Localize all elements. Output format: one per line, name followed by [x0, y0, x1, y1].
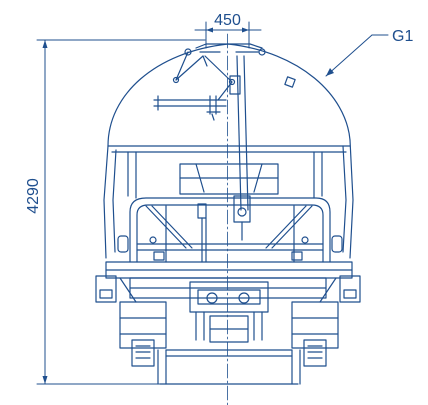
buffer-beam [95, 261, 361, 303]
coupler [189, 281, 269, 343]
arrow-head-left [206, 27, 213, 33]
bogie-right [291, 301, 339, 385]
side-inlet [153, 95, 227, 121]
dimension-4290-label: 4290 [25, 178, 42, 214]
dimension-450: 450 [194, 12, 262, 49]
arrow-head-top [42, 40, 48, 48]
arrow-head-right [242, 27, 249, 33]
bogie-left [119, 301, 167, 385]
end-platform [117, 197, 343, 263]
callout-g1-label: G1 [392, 28, 413, 45]
callout-g1: G1 [325, 28, 413, 77]
callout-arrow-head [326, 68, 334, 76]
upper-frame [127, 151, 323, 199]
dimension-450-label: 450 [214, 12, 241, 29]
arrow-head-bottom [42, 376, 48, 384]
vertical-pipe [233, 55, 251, 241]
dimension-4290: 4290 [25, 39, 206, 385]
rail-base [159, 349, 299, 385]
top-handrail [172, 43, 266, 101]
tank-shell [103, 43, 354, 259]
